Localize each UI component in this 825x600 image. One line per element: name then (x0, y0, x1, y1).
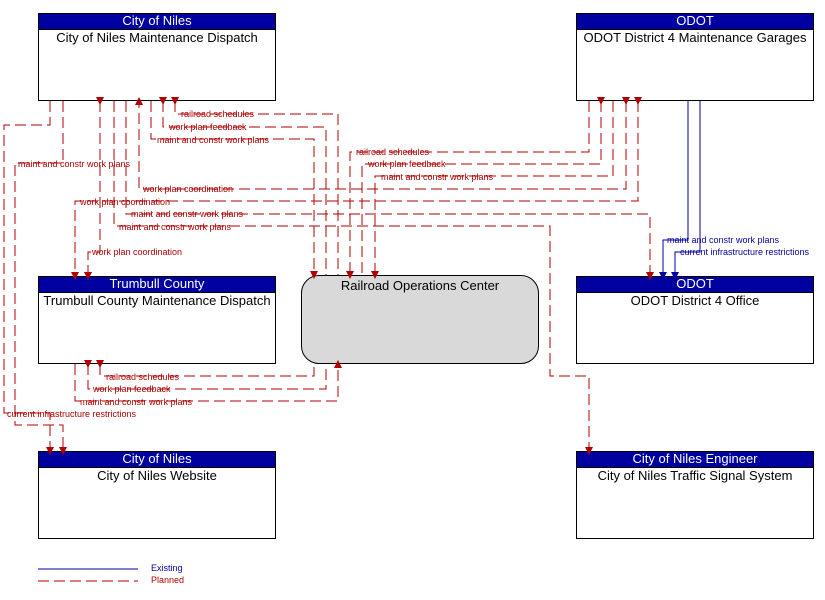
node-title: Railroad Operations Center (340, 278, 500, 293)
flow-label: maint and constr work plans (667, 235, 780, 245)
flow-line (125, 101, 654, 280)
node-niles-maintenance-dispatch[interactable]: City of Niles City of Niles Maintenance … (38, 13, 276, 101)
flow-line (74, 360, 342, 402)
node-title: City of Niles Website (97, 468, 217, 483)
flow-line (71, 97, 642, 280)
node-title: Trumbull County Maintenance Dispatch (43, 293, 271, 308)
flow-line (346, 101, 590, 279)
flow-line (14, 101, 67, 455)
node-title: City of Niles Traffic Signal System (597, 468, 793, 483)
node-owner: City of Niles Engineer (577, 452, 813, 468)
legend-planned-label: Planned (151, 575, 185, 585)
node-title: City of Niles Maintenance Dispatch (56, 30, 258, 45)
node-odot-maintenance-garages[interactable]: ODOT ODOT District 4 Maintenance Garages (576, 13, 814, 101)
node-owner: City of Niles (39, 452, 275, 468)
node-niles-website[interactable]: City of Niles City of Niles Website (38, 451, 276, 539)
node-owner: ODOT (577, 277, 813, 293)
flow-label: current infrastructure restrictions (680, 247, 810, 257)
flow-line (84, 360, 327, 390)
node-trumbull-maintenance-dispatch[interactable]: Trumbull County Trumbull County Maintena… (38, 276, 276, 364)
flow-line (671, 101, 701, 280)
flow-label: railroad schedules (181, 109, 255, 119)
node-odot-district-office[interactable]: ODOT ODOT District 4 Office (576, 276, 814, 364)
flow-label: work plan coordination (142, 184, 233, 194)
flow-line (96, 360, 315, 377)
flow-label: work plan feedback (92, 384, 171, 394)
flow-label: work plan coordination (91, 247, 182, 257)
flow-line (659, 101, 689, 280)
legend-existing-label: Existing (151, 563, 183, 573)
flow-label: maint and constr work plans (381, 172, 494, 182)
node-niles-traffic-signal-system[interactable]: City of Niles Engineer City of Niles Tra… (576, 451, 814, 539)
flow-label: maint and constr work plans (157, 135, 270, 145)
node-title: ODOT District 4 Office (630, 293, 760, 308)
flow-label: work plan coordination (79, 197, 170, 207)
node-owner: Trumbull County (39, 277, 275, 293)
node-title: ODOT District 4 Maintenance Garages (583, 30, 807, 45)
flow-label: work plan feedback (168, 122, 247, 132)
node-railroad-operations-center[interactable]: Railroad Operations Center (301, 275, 539, 364)
flow-label: work plan feedback (367, 159, 446, 169)
flow-label: maint and constr work plans (18, 159, 131, 169)
flow-label: railroad schedules (106, 372, 180, 382)
node-owner: City of Niles (39, 14, 275, 30)
flow-label: maint and constr work plans (131, 209, 244, 219)
flow-label: current infrastructure restrictions (7, 409, 137, 419)
flow-line (371, 101, 614, 279)
node-owner: ODOT (577, 14, 813, 30)
flow-label: maint and constr work plans (80, 397, 193, 407)
flow-line (3, 101, 54, 455)
flow-label: maint and constr work plans (119, 222, 232, 232)
flow-label: railroad schedules (356, 147, 430, 157)
flow-line (361, 97, 605, 275)
flow-line (113, 101, 593, 455)
